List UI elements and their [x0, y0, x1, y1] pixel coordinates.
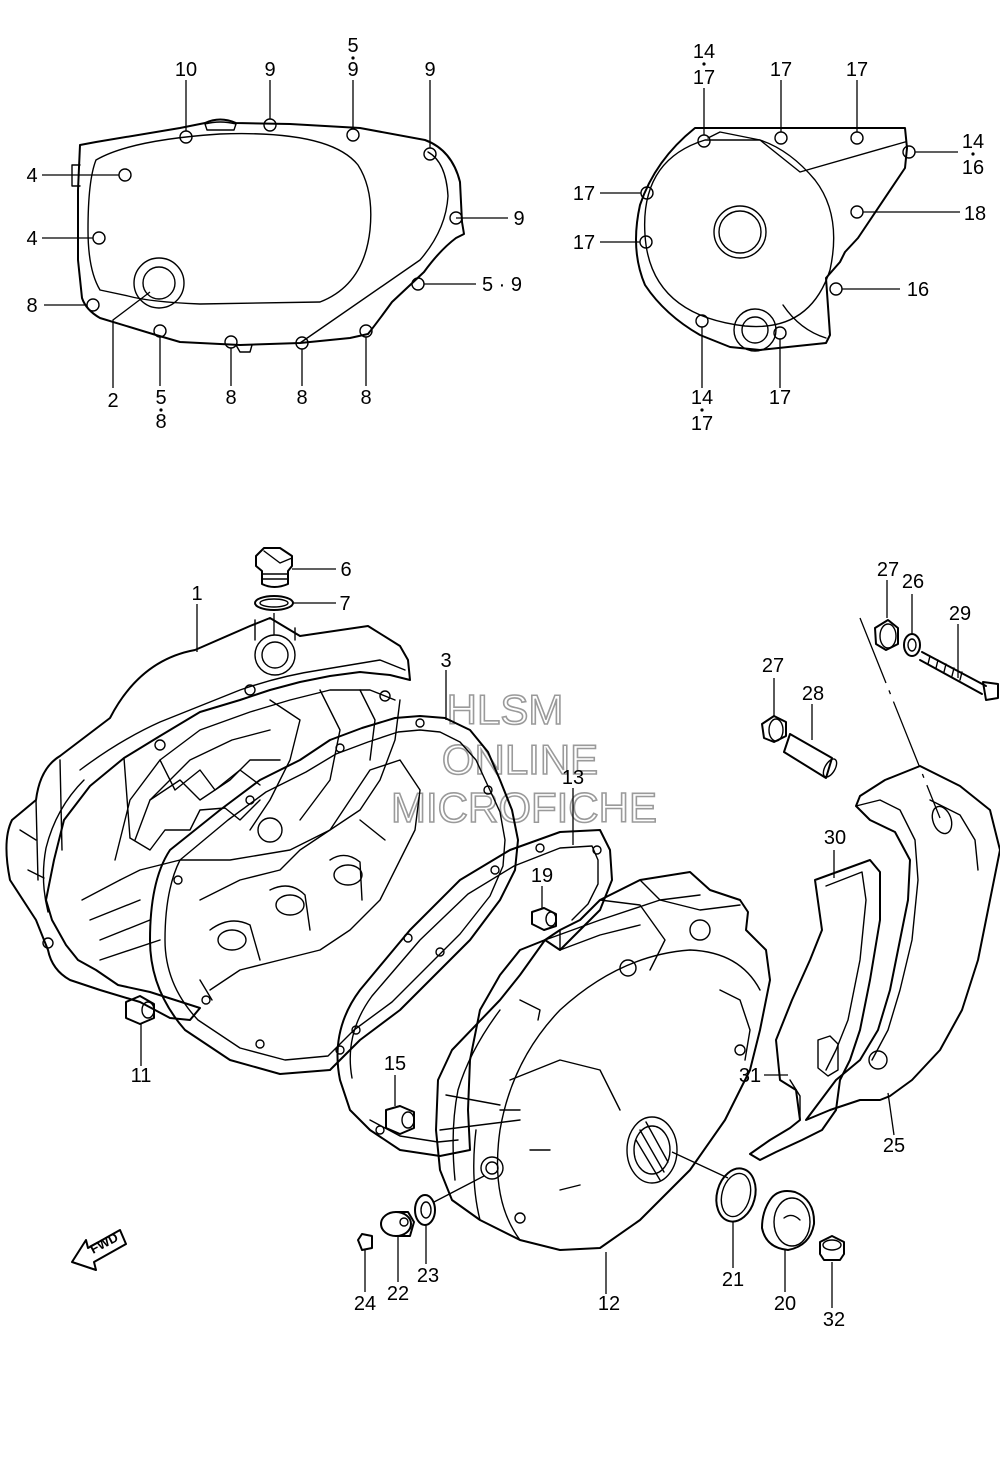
dowel-pin-19: [531, 886, 557, 931]
callout-label: 9: [264, 59, 275, 81]
watermark-line-3: MICROFICHE: [391, 784, 657, 831]
callout-label: 17: [693, 67, 715, 89]
callout-label: 11: [131, 1065, 152, 1087]
callout-label: 12: [598, 1293, 620, 1315]
callout-label: 5: [347, 35, 358, 57]
dowel-pin-11: [125, 995, 155, 1066]
clutch-cover-bolt-layout: [42, 80, 508, 388]
watermark-line-1: HLSM: [447, 686, 564, 733]
callout-label: 14: [962, 131, 984, 153]
callout-label: 5: [155, 387, 166, 409]
callout-label: 7: [339, 593, 350, 615]
callout-label: 8: [360, 387, 371, 409]
grommet-27-lower: [761, 678, 787, 743]
watermark: HLSM ONLINE MICROFICHE: [390, 685, 658, 832]
callout-label: 1: [191, 583, 202, 605]
callout-label: 19: [531, 865, 553, 887]
callout-label: 26: [902, 571, 924, 593]
callout-label: 29: [949, 603, 971, 625]
watermark-line-2: ONLINE: [442, 736, 598, 783]
callout-label: 16: [962, 157, 984, 179]
callout-label: 17: [769, 387, 791, 409]
callout-label: 3: [440, 650, 451, 672]
washer-26: [903, 594, 921, 657]
callout-label: 16: [907, 279, 929, 301]
grommet-27-upper: [874, 580, 899, 651]
callout-label: 31: [739, 1065, 761, 1087]
generator-cover-bolt-layout: [600, 80, 960, 388]
callout-label: 17: [573, 183, 595, 205]
rubber-plug-24: [357, 1233, 373, 1292]
callout-label: 17: [691, 413, 713, 435]
oil-filler-cap-and-o-ring: [254, 547, 336, 611]
callout-label: 9: [424, 59, 435, 81]
callout-label: 4: [26, 165, 37, 187]
callout-label: 4: [26, 228, 37, 250]
callout-label: 30: [824, 827, 846, 849]
callout-label: 17: [770, 59, 792, 81]
dowel-pin-15: [385, 1075, 415, 1135]
callout-label: 8: [155, 411, 166, 433]
sprocket-cover-bracket-30: [749, 850, 881, 1161]
callout-label: 24: [354, 1293, 376, 1315]
crankcase-inner-detail: [199, 759, 421, 1001]
callout-label: 28: [802, 683, 824, 705]
callout-label: 14: [691, 387, 713, 409]
washer-23: [414, 1175, 485, 1264]
callout-label: 14: [693, 41, 715, 63]
plug-cap-20: [761, 1190, 816, 1292]
callout-labels: 10 9 5 9 9 4 4 9 8 5 · 9 2 5 8 8 8 8 14 …: [26, 35, 986, 1331]
callout-label: 20: [774, 1293, 796, 1315]
generator-cover: [435, 871, 771, 1294]
callout-label: 27: [877, 559, 899, 581]
callout-label: 17: [846, 59, 868, 81]
o-ring-21: [715, 1167, 757, 1268]
callout-label: 10: [175, 59, 197, 81]
callout-label: 9: [513, 208, 524, 230]
callout-label: 2: [107, 390, 118, 412]
callout-label: 17: [573, 232, 595, 254]
clutch-cover: [5, 604, 411, 1021]
plug-32: [819, 1235, 845, 1308]
sprocket-cover-25: [805, 617, 1000, 1136]
callout-label: 23: [417, 1265, 439, 1287]
callout-label: 25: [883, 1135, 905, 1157]
callout-label: 8: [26, 295, 37, 317]
callout-label: 22: [387, 1283, 409, 1305]
callout-label: 15: [384, 1053, 406, 1075]
fwd-direction-arrow: FWD: [71, 1229, 127, 1271]
fwd-label: FWD: [87, 1230, 120, 1257]
oil-plug-22: [380, 1211, 415, 1282]
callout-label: 9: [347, 59, 358, 81]
callout-label: 6: [340, 559, 351, 581]
callout-label: 18: [964, 203, 986, 225]
callout-label: 32: [823, 1309, 845, 1331]
collar-28: [783, 704, 838, 779]
bolt-29: [919, 624, 999, 701]
callout-label: 27: [762, 655, 784, 677]
callout-label: 5 · 9: [482, 274, 522, 296]
callout-label: 13: [562, 767, 584, 789]
callout-label: 8: [296, 387, 307, 409]
callout-label: 21: [722, 1269, 744, 1291]
callout-label: 8: [225, 387, 236, 409]
clutch-cover-gasket: [149, 670, 519, 1075]
